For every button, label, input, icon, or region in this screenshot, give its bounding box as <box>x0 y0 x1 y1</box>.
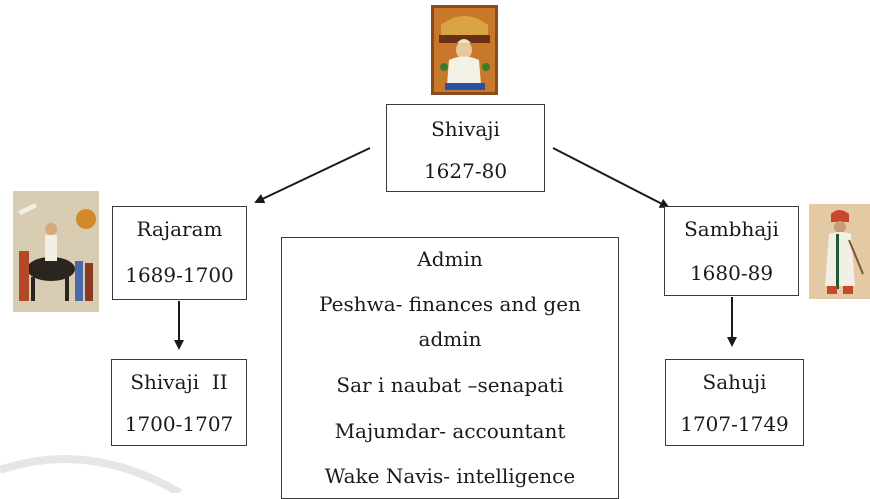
admin-title: Admin <box>417 247 483 271</box>
arrow-shivaji-to-sambhaji <box>552 147 670 208</box>
rajaram-years: 1689-1700 <box>125 263 234 287</box>
sambhaji-years: 1680-89 <box>689 261 774 285</box>
arrow-shivaji-to-rajaram <box>254 147 371 204</box>
shivaji-portrait <box>431 5 498 95</box>
rajaram-portrait <box>13 191 99 312</box>
shivaji-ii-years: 1700-1707 <box>124 412 234 436</box>
admin-item-majumdar: Majumdar- accountant <box>334 419 566 443</box>
admin-item-senapati: Sar i naubat –senapati <box>336 373 564 397</box>
shivaji-ii-node: Shivaji II 1700-1707 <box>111 359 247 446</box>
sahuji-node: Sahuji 1707-1749 <box>665 359 804 446</box>
admin-box: Admin Peshwa- finances and gen admin Sar… <box>281 237 619 499</box>
shivaji-ii-name: Shivaji II <box>130 370 228 394</box>
sambhaji-name: Sambhaji <box>684 217 779 241</box>
rajaram-node: Rajaram 1689-1700 <box>112 206 247 300</box>
shivaji-years: 1627-80 <box>423 159 508 183</box>
sahuji-name: Sahuji <box>702 370 767 394</box>
shivaji-name: Shivaji <box>431 117 500 141</box>
admin-item-wake-navis: Wake Navis- intelligence <box>324 464 576 488</box>
admin-item-peshwa-cont: admin <box>418 327 482 351</box>
sambhaji-portrait <box>809 204 870 299</box>
sambhaji-node: Sambhaji 1680-89 <box>664 206 799 296</box>
sahuji-years: 1707-1749 <box>680 412 789 436</box>
admin-item-peshwa: Peshwa- finances and gen <box>319 292 581 316</box>
rajaram-name: Rajaram <box>136 217 223 241</box>
shivaji-node: Shivaji 1627-80 <box>386 104 545 192</box>
